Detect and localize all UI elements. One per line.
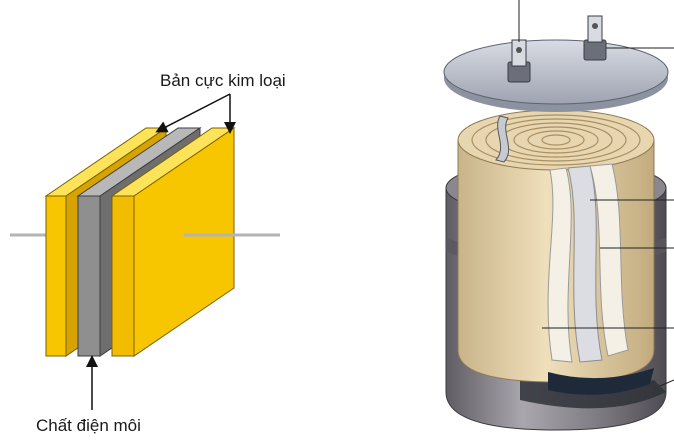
foil-spiral bbox=[471, 114, 641, 166]
electrolyte-pool bbox=[548, 368, 654, 395]
metal-plate-right bbox=[110, 127, 236, 357]
terminal-right bbox=[583, 15, 607, 61]
unwound-foil-strips bbox=[547, 163, 629, 363]
leader-lines bbox=[518, 0, 674, 387]
electrolytic-capacitor-cutaway bbox=[443, 0, 674, 431]
parallel-plate-capacitor bbox=[10, 93, 280, 410]
lid-disk bbox=[443, 39, 669, 105]
foil-tab-lead bbox=[495, 115, 510, 163]
plate-arrow-left bbox=[155, 93, 231, 133]
dielectric-label: Chất điện môi bbox=[36, 416, 141, 435]
metal-plate-label: Bản cực kim loại bbox=[160, 71, 286, 90]
